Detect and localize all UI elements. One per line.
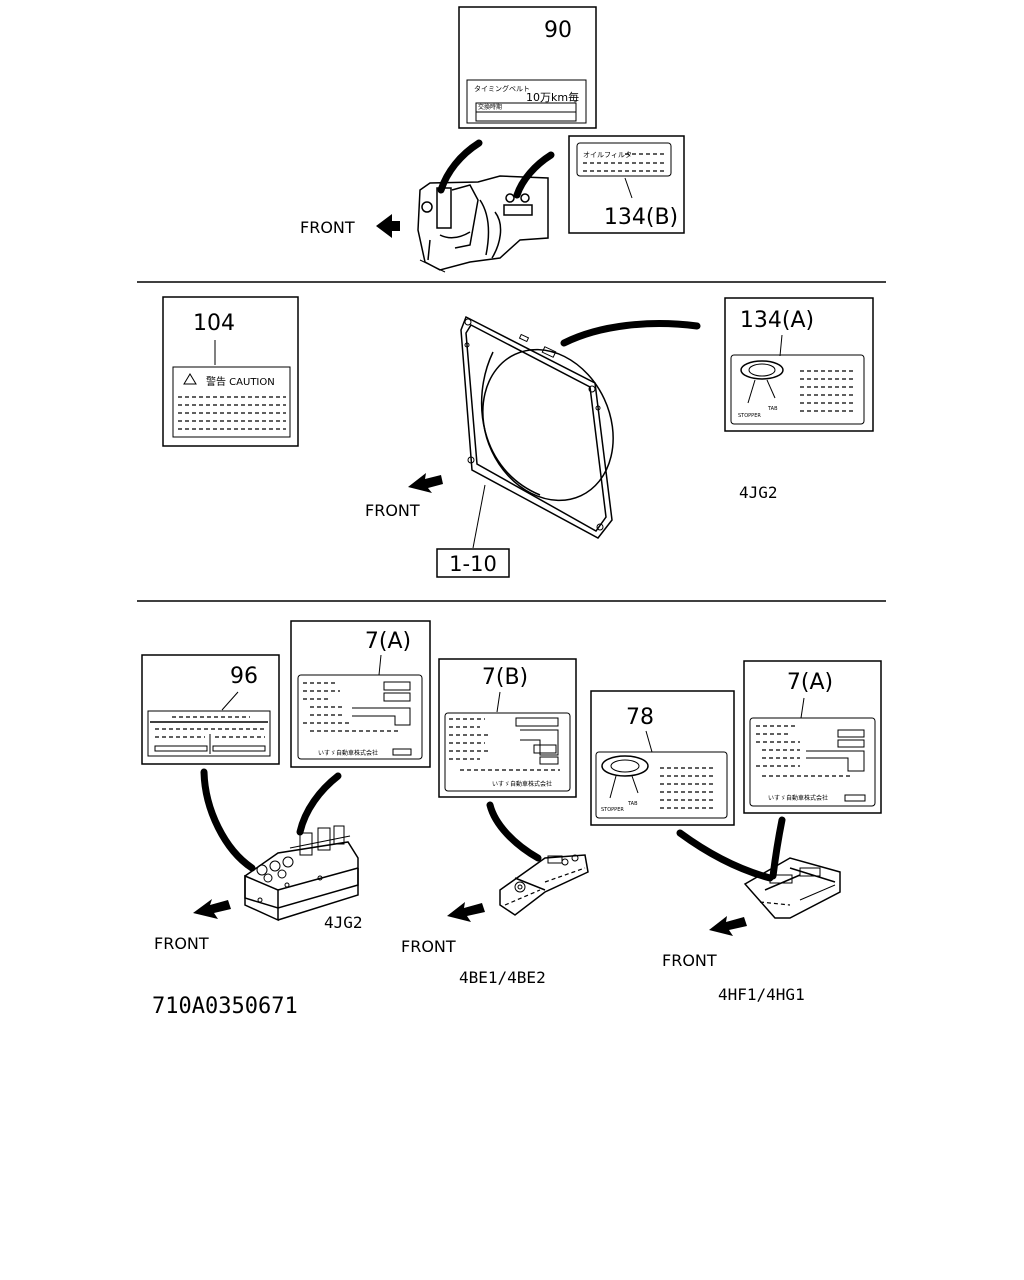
callout-134a: 134(A)	[740, 308, 814, 333]
label-7a-right-maker: いすゞ自動車株式会社	[768, 794, 828, 802]
label-box-7a-right: 7(A) いすゞ自動車株式会社	[743, 660, 882, 814]
label-box-7a-left: 7(A) いすゞ自動車株式会社	[290, 620, 431, 768]
front-arrow-br	[709, 916, 747, 936]
label-134a-stopper: STOPPER	[738, 413, 761, 419]
label-box-90: 90 タイミングベルト 10万km毎 交換時期	[458, 6, 597, 129]
part-1-10: 1-10	[436, 484, 510, 578]
front-arrow-bl	[193, 899, 231, 919]
engine-top-illustration	[417, 139, 555, 273]
leader-7a-right	[769, 816, 786, 880]
front-label-br: FRONT	[662, 951, 717, 970]
label-134a-tab: TAB	[767, 406, 778, 412]
label-78-tab: TAB	[627, 801, 638, 807]
leader-7a-left	[296, 772, 342, 836]
label-104-text: 警告 CAUTION	[206, 375, 275, 388]
callout-7a-left: 7(A)	[365, 629, 411, 654]
callout-78: 78	[626, 705, 654, 730]
front-label-mid: FRONT	[365, 501, 420, 520]
label-box-78: 78 STOPPER TAB	[590, 690, 735, 826]
label-7a-left-maker: いすゞ自動車株式会社	[318, 749, 378, 757]
callout-134b: 134(B)	[604, 205, 678, 230]
front-arrow-top	[376, 214, 400, 238]
front-label-top: FRONT	[300, 218, 355, 237]
front-label-bm: FRONT	[401, 937, 456, 956]
callout-7a-right: 7(A)	[787, 670, 833, 695]
engine-4hf1-illustration	[743, 857, 841, 919]
leader-78	[676, 829, 774, 882]
label-90-line3: 交換時期	[478, 103, 502, 111]
label-7b-maker: いすゞ自動車株式会社	[492, 780, 552, 788]
front-arrow-mid	[408, 473, 443, 493]
label-90-line2: 10万km毎	[526, 91, 579, 104]
label-box-134a: 134(A) STOPPER TAB	[724, 297, 874, 432]
callout-90: 90	[544, 18, 572, 43]
front-label-bl: FRONT	[154, 934, 209, 953]
engine-4jg2-illustration	[244, 825, 359, 922]
engine-model-bm: 4BE1/4BE2	[459, 968, 546, 987]
label-box-104: 104 警告 CAUTION	[162, 296, 299, 447]
leader-96	[200, 768, 256, 872]
engine-model-br: 4HF1/4HG1	[718, 985, 805, 1004]
drawing-number: 710A0350671	[152, 994, 298, 1019]
fan-shroud-illustration	[460, 315, 701, 539]
callout-96: 96	[230, 664, 258, 689]
label-78-stopper: STOPPER	[601, 807, 624, 813]
part-1-10-label: 1-10	[449, 552, 497, 576]
label-134b-text: オイルフィルタ	[583, 150, 632, 159]
engine-model-bl: 4JG2	[324, 913, 363, 932]
label-box-96: 96	[141, 654, 280, 765]
leader-7b	[486, 801, 542, 862]
callout-104: 104	[193, 311, 235, 336]
label-box-7b: 7(B) いすゞ自動車株式会社	[438, 658, 577, 798]
engine-model-mid: 4JG2	[739, 483, 778, 502]
label-box-134b: オイルフィルタ 134(B)	[568, 135, 685, 234]
front-arrow-bm	[447, 902, 485, 922]
engine-4be-illustration	[499, 854, 589, 916]
label-90-line1: タイミングベルト	[474, 84, 530, 93]
callout-7b: 7(B)	[482, 665, 528, 690]
